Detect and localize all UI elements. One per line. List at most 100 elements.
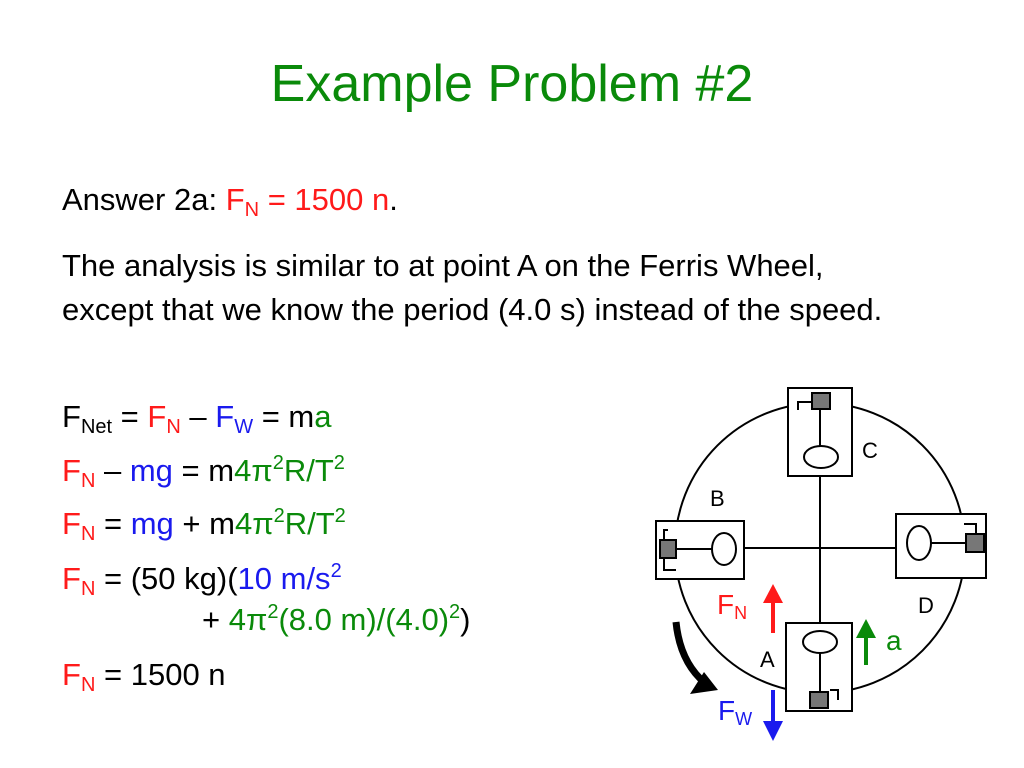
eq4-f: F (62, 561, 81, 596)
car-b-weight (659, 539, 677, 559)
eq2-centripetal: 4π2R/T2 (234, 453, 345, 488)
equation-fn-equals: FN = mg + m4π2R/T2 (62, 505, 346, 544)
eq2-r-over-t: R/T (283, 453, 334, 488)
eq5-n-sub: N (80, 674, 96, 696)
car-d-weight (965, 533, 985, 553)
eq4-fn: FN (62, 561, 95, 599)
eq3-four-pi: 4π (234, 506, 274, 541)
eq2-n-sub: N (80, 470, 96, 492)
eq1-net-sub: Net (80, 416, 113, 438)
car-d-seat (906, 525, 932, 561)
car-a (785, 622, 853, 712)
eq5-value: = 1500 n (95, 657, 226, 692)
eq3-n-sub: N (80, 523, 96, 545)
answer-period: . (389, 182, 398, 217)
normal-force-arrow-icon (763, 584, 783, 633)
car-a-seat (802, 630, 838, 654)
eq4-g: 10 m/s2 (238, 561, 342, 596)
eq2-equals-m: = m (172, 453, 235, 488)
rotation-arrow-icon (672, 621, 718, 694)
eq1-equals: = (112, 399, 148, 434)
eq4b-four-pi: 4π (228, 602, 268, 637)
label-fn-sub: N (734, 603, 747, 623)
eq3-r-over-t: R/T (284, 506, 335, 541)
label-accel: a (886, 625, 902, 656)
label-fw: FW (718, 695, 752, 729)
answer-line: Answer 2a: FN = 1500 n. (62, 181, 398, 220)
car-a-weight (809, 691, 829, 709)
answer-prefix: Answer 2a: (62, 182, 226, 217)
eq4b-centripetal: 4π2(8.0 m)/(4.0)2 (229, 602, 460, 637)
slide-title: Example Problem #2 (270, 55, 754, 113)
eq1-fn-f: F (147, 399, 167, 434)
label-fw-f: F (718, 695, 735, 726)
eq4b-rest: (8.0 m)/(4.0) (278, 602, 450, 637)
rotation-arrow-head (690, 672, 718, 694)
eq3-equals: = (95, 506, 131, 541)
analysis-paragraph: The analysis is similar to at point A on… (62, 248, 883, 327)
eq4-g-value: 10 m/s (237, 561, 331, 596)
car-c-seat (803, 445, 839, 469)
label-fn-f: F (717, 589, 734, 620)
eq4-n-sub: N (80, 578, 96, 600)
car-b-bracket-bottom (663, 558, 676, 571)
acceleration-head (856, 619, 876, 638)
eq1-fw: FW (215, 399, 253, 437)
eq3-f: F (62, 506, 81, 541)
eq2-fn: FN (62, 453, 95, 491)
eq2-four-pi: 4π (234, 453, 273, 488)
label-fw-sub: W (735, 709, 752, 729)
label-b: B (710, 486, 725, 511)
equation-substitution-continued: + 4π2(8.0 m)/(4.0)2) (202, 601, 470, 638)
eq2-mg: mg (129, 453, 173, 488)
eq1-fw-sub: W (234, 416, 254, 438)
car-d (895, 513, 987, 579)
eq1-fw-f: F (215, 399, 235, 434)
label-d: D (918, 593, 934, 618)
eq4b-sup-pi: 2 (267, 601, 279, 623)
equation-result: FN = 1500 n (62, 656, 226, 695)
eq4b-sup-t: 2 (449, 601, 461, 623)
eq1-minus: – (180, 399, 216, 434)
answer-fn: FN = 1500 n (225, 182, 390, 220)
eq5-fn: FN (62, 657, 95, 695)
car-a-bracket (830, 689, 839, 700)
eq4-g-sup: 2 (330, 560, 342, 582)
eq3-plus-m: + m (173, 506, 235, 541)
eq4b-plus: + (202, 602, 229, 637)
car-b-seat (711, 532, 737, 566)
label-fn: FN (717, 589, 747, 623)
eq3-sup-t: 2 (334, 505, 346, 527)
answer-n-sub: N (244, 199, 260, 221)
eq4b-close: ) (460, 602, 471, 637)
car-c-weight (811, 392, 831, 410)
eq5-f: F (62, 657, 81, 692)
car-c (787, 387, 853, 477)
eq1-fn: FN (147, 399, 180, 437)
eq2-f: F (62, 453, 81, 488)
weight-arrow-icon (763, 690, 783, 741)
car-d-bracket (964, 523, 977, 534)
acceleration-arrow-icon (856, 619, 876, 665)
car-c-bracket (797, 401, 812, 410)
eq4-mass: = (50 kg)( (95, 561, 238, 596)
answer-value: = 1500 n (259, 182, 390, 217)
car-b (655, 520, 745, 580)
eq1-f: F (62, 399, 81, 434)
eq3-mg: mg (130, 506, 174, 541)
equation-fn-minus-mg: FN – mg = m4π2R/T2 (62, 452, 345, 491)
eq1-equals-m: = m (253, 399, 315, 434)
normal-force-head (763, 584, 783, 603)
weight-head (763, 721, 783, 741)
equation-net-force: FNet = FN – FW = ma (62, 398, 332, 438)
eq3-centripetal: 4π2R/T2 (235, 506, 346, 541)
eq1-a: a (314, 399, 332, 434)
eq3-sup-pi: 2 (273, 505, 285, 527)
eq1-fn-sub: N (166, 416, 181, 438)
eq3-fn: FN (62, 506, 95, 544)
car-b-bracket-top (663, 529, 668, 542)
answer-f: F (225, 182, 245, 217)
eq2-minus: – (95, 453, 130, 488)
eq2-sup-t: 2 (333, 452, 345, 474)
